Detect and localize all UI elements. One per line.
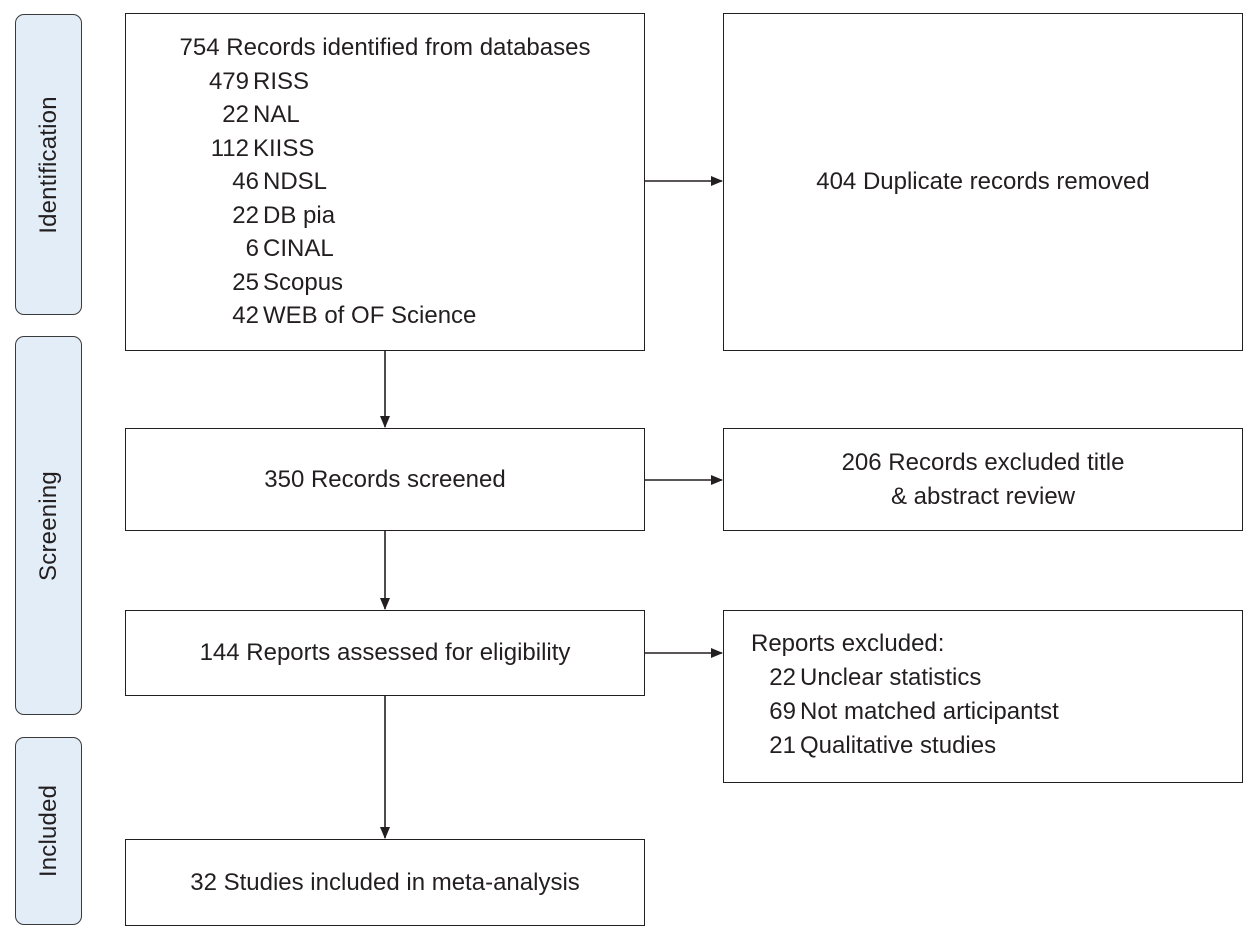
duplicates-removed-text: 404 Duplicate records removed: [816, 168, 1150, 196]
studies-included-text: 32 Studies included in meta-analysis: [190, 868, 580, 896]
records-excluded-line1: 206 Records excluded title: [841, 449, 1125, 476]
records-screened-text: 350 Records screened: [264, 465, 506, 493]
studies-included-box: 32 Studies included in meta-analysis: [125, 839, 645, 926]
records-identified-box: 754 Records identified from databases 47…: [125, 13, 645, 351]
reports-excluded-title: Reports excluded:: [751, 630, 945, 657]
records-excluded-line2: & abstract review: [890, 482, 1076, 510]
phase-included: Included: [15, 737, 82, 925]
reports-assessed-box: 144 Reports assessed for eligibility: [125, 610, 645, 696]
duplicates-removed-box: 404 Duplicate records removed: [723, 13, 1243, 351]
phase-identification: Identification: [15, 14, 82, 315]
reports-assessed-text: 144 Reports assessed for eligibility: [199, 639, 571, 667]
records-identified-title: 754 Records identified from databases: [179, 34, 591, 61]
phase-screening: Screening: [15, 336, 82, 715]
records-excluded-box: 206 Records excluded title & abstract re…: [723, 428, 1243, 531]
records-screened-box: 350 Records screened: [125, 428, 645, 531]
